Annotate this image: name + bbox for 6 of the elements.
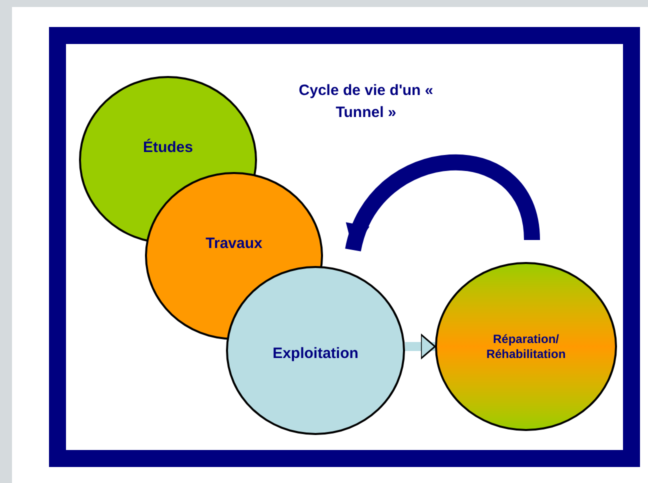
title: Cycle de vie d'un « Tunnel » [298, 81, 434, 123]
stage-label: Réparation/ Réhabilitation [485, 332, 567, 362]
stage-label: Exploitation [272, 344, 358, 364]
stage-label: Études [142, 138, 193, 158]
stage-label: Travaux [206, 234, 262, 254]
arrow [405, 334, 436, 360]
